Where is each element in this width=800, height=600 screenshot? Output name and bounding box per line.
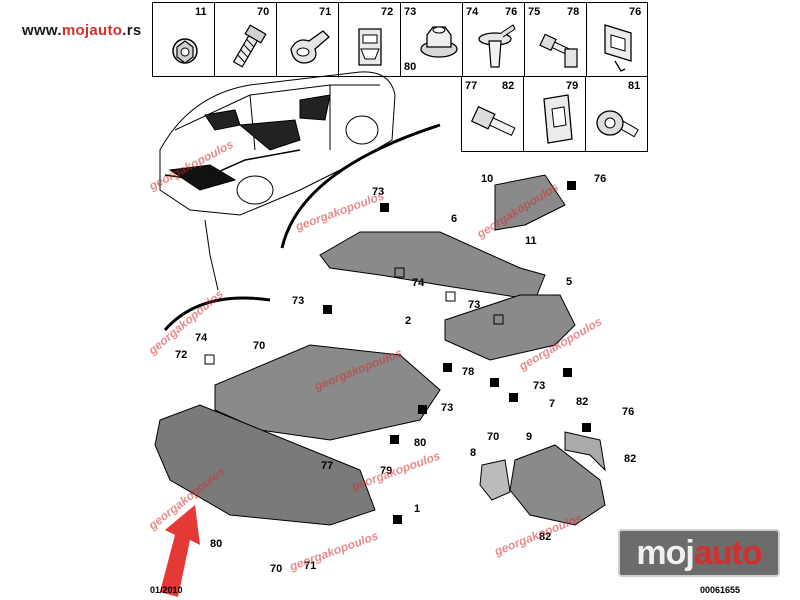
fastener-cell-77-82: 77 82: [462, 77, 524, 151]
callout-76: 76: [594, 173, 607, 185]
fastener-cell-75-78: 75 78: [525, 3, 587, 76]
red-arrow-icon: [160, 505, 200, 597]
callout-73: 73: [372, 186, 385, 198]
connector-arc-right: [280, 123, 441, 249]
callout-7: 9: [526, 431, 533, 443]
connector-arc-left: [163, 296, 271, 331]
footer-code: 00061655: [700, 585, 741, 595]
part-number-alt: 82: [502, 80, 515, 92]
part-number: 81: [628, 80, 641, 92]
part-number-alt: 76: [505, 6, 518, 18]
callout-73: 78: [462, 366, 475, 378]
callout-71: 70: [270, 563, 283, 575]
callout-78: 2: [405, 315, 412, 327]
callout-70: 71: [304, 560, 317, 572]
part-number: 77: [465, 80, 478, 92]
fastener-cell-79: 79: [524, 77, 586, 151]
logo-right: auto: [693, 534, 763, 572]
part-6-shape: [319, 231, 546, 301]
screw-icon: [232, 24, 267, 68]
fastener-table-top: 11 70 71 72 73 80: [152, 2, 648, 77]
part-number: 79: [566, 80, 579, 92]
part-number: 11: [195, 6, 207, 18]
callout-77: 79: [380, 465, 393, 477]
part-number: 75: [528, 6, 541, 18]
fastener-table-bottom: 77 82 79 81: [461, 76, 648, 152]
torx-bolt-icon: [596, 110, 639, 138]
part-number: 72: [381, 6, 394, 18]
connector-line-left: [204, 219, 219, 291]
part-number: 76: [629, 6, 642, 18]
callout-9: 70: [487, 431, 500, 443]
callout-82: 76: [622, 406, 635, 418]
callout-73: 73: [292, 295, 305, 307]
car-illustration: [159, 71, 396, 216]
fastener-cell-70: 70: [215, 3, 277, 76]
part-number-alt: 78: [567, 6, 580, 18]
url-suffix: .rs: [122, 22, 142, 39]
footer-date: 01/2010: [150, 585, 183, 595]
fastener-markers: [323, 181, 591, 524]
logo-left: moj: [636, 534, 694, 572]
flange-nut-icon: [420, 26, 458, 58]
callout-80: 73: [441, 402, 454, 414]
part-number: 73: [404, 6, 417, 18]
callout-73: 73: [533, 380, 546, 392]
callout-72: 74: [195, 332, 208, 344]
callout-70: 72: [175, 349, 188, 361]
bolt-clip-icon: [539, 33, 578, 68]
callout-80: 1: [414, 503, 421, 515]
part-number: 70: [257, 6, 270, 18]
callout-8: 82: [624, 453, 637, 465]
part-9-shape: [479, 459, 511, 501]
sheet-clip-icon: [543, 94, 573, 144]
bracket-clip-icon: [604, 24, 632, 72]
callout-5: 5: [566, 276, 573, 288]
url-prefix: www.: [22, 22, 62, 39]
callout-1: 77: [321, 460, 334, 472]
part-5-shape: [444, 294, 576, 361]
callout-79: 80: [414, 437, 427, 449]
url-brand: mojauto: [61, 22, 123, 39]
part-7-shape: [509, 444, 606, 526]
callout-74: 73: [468, 299, 481, 311]
clip-icon: [290, 30, 330, 64]
callout-11: 11: [525, 235, 537, 247]
site-url: www.mojauto.rs: [22, 22, 142, 39]
callout-82: 8: [470, 447, 477, 459]
fastener-cell-11: 11: [153, 3, 215, 76]
callout-10: 10: [481, 173, 494, 185]
fastener-cell-73-80: 73 80: [401, 3, 463, 76]
mojauto-logo: mojauto: [618, 529, 780, 577]
callout-76: 82: [576, 396, 589, 408]
nut-bolt-icon: [172, 38, 198, 64]
fastener-cell-71: 71: [277, 3, 339, 76]
callout-2: 70: [253, 340, 266, 352]
fastener-cell-76b: 76: [587, 3, 649, 76]
fastener-cell-74-76: 74 76: [463, 3, 525, 76]
part-number: 74: [466, 6, 479, 18]
callout-82: 7: [549, 398, 556, 410]
part-10-shape: [494, 174, 566, 231]
callout-81: 82: [539, 531, 552, 543]
fastener-cell-81: 81: [586, 77, 648, 151]
hex-bolt-icon: [470, 105, 516, 136]
push-rivet-icon: [478, 24, 516, 68]
fastener-markers-open: [204, 267, 504, 365]
callout-6: 6: [451, 213, 458, 225]
part-number: 71: [319, 6, 332, 18]
part-1-shape: [154, 404, 376, 526]
callout-74: 74: [412, 277, 425, 289]
part-number-alt: 80: [404, 61, 417, 73]
callout-70: 80: [210, 538, 223, 550]
fastener-cell-72: 72: [339, 3, 401, 76]
spring-nut-icon: [358, 28, 382, 66]
part-8-shape: [564, 431, 606, 472]
